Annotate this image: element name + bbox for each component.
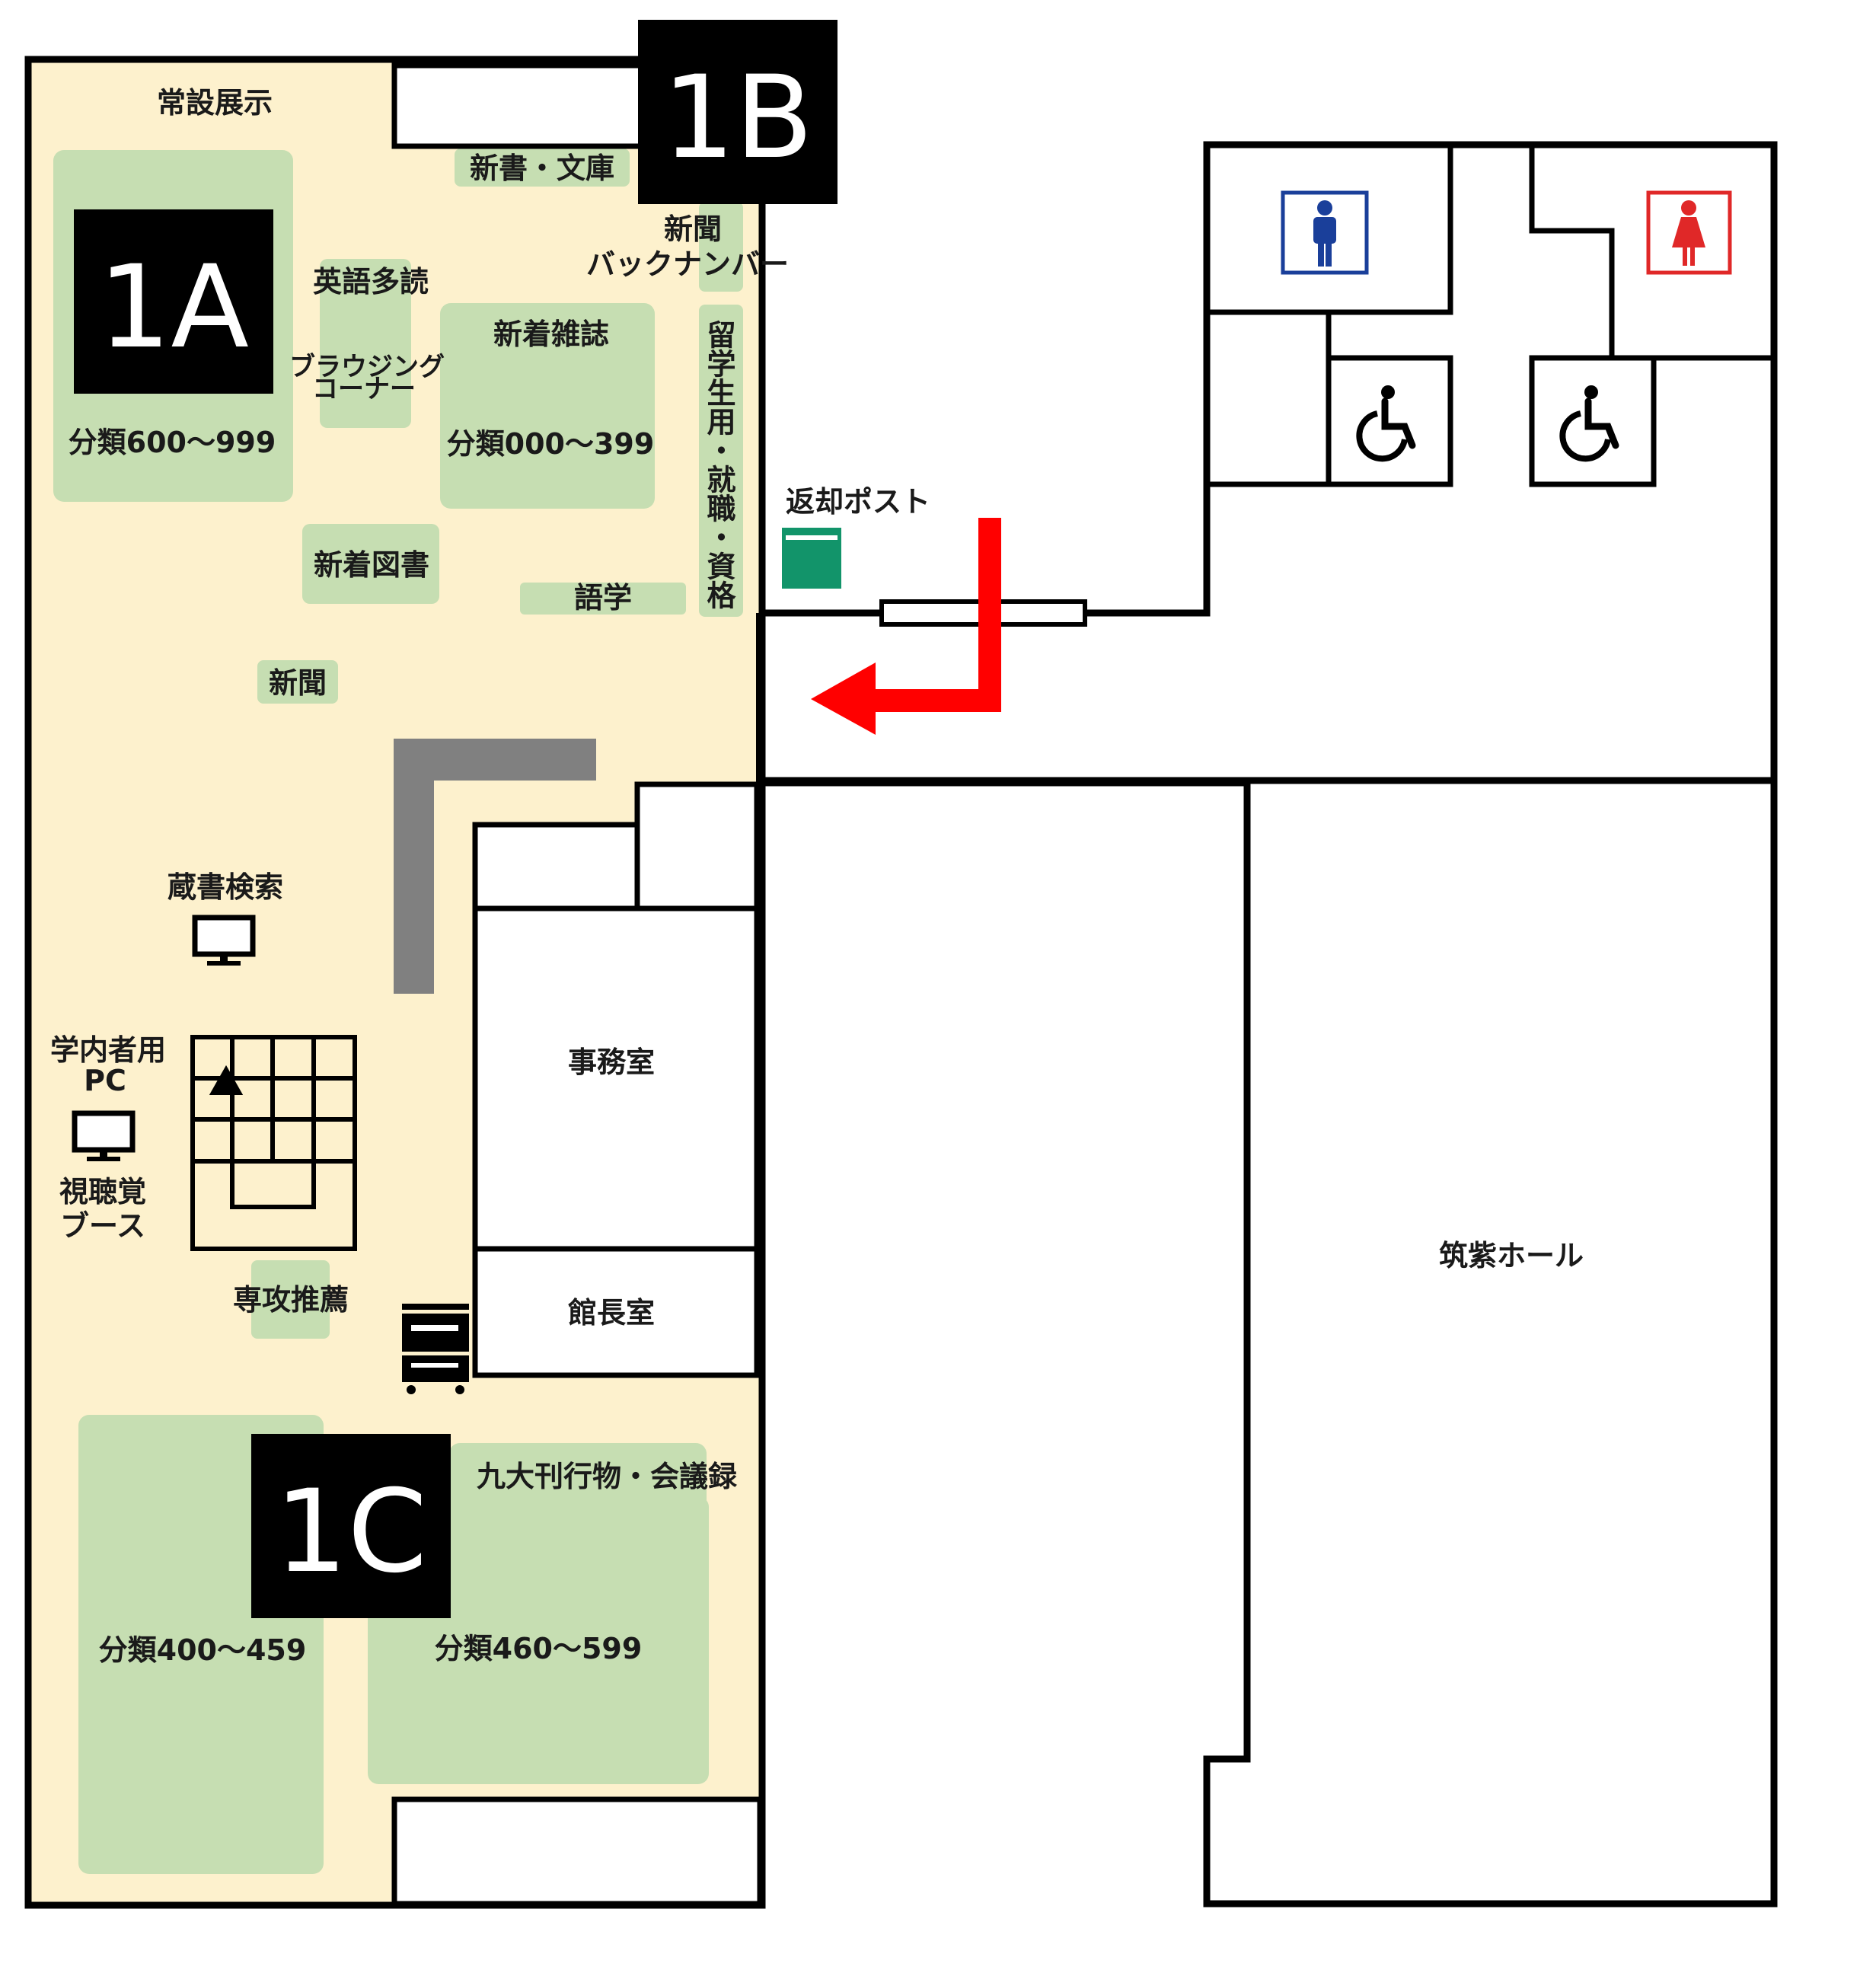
zone-1c-badge: 1C bbox=[251, 1434, 451, 1618]
restroom-block bbox=[1207, 145, 1774, 487]
label-class-400-459: 分類400～459 bbox=[99, 1633, 307, 1667]
monitor-icon bbox=[72, 1110, 136, 1161]
shelf-newspaper bbox=[257, 660, 338, 704]
label-permanent-exhibit: 常設展示 bbox=[157, 86, 273, 120]
zone-1a-label: 1A bbox=[98, 241, 249, 374]
shelf-language bbox=[520, 583, 686, 615]
zone-1c-label: 1C bbox=[275, 1466, 427, 1598]
shelf-1c-right bbox=[368, 1496, 709, 1784]
wheelchair-icon bbox=[1356, 385, 1416, 462]
womens-restroom-icon bbox=[1646, 190, 1732, 275]
shelf-newspaper-backnumber bbox=[699, 202, 743, 292]
office-room bbox=[472, 905, 760, 1252]
label-class-000-399: 分類000～399 bbox=[447, 427, 655, 461]
label-newspaper-backnumber-1: 新聞 bbox=[664, 212, 722, 246]
label-class-600-999: 分類600～999 bbox=[69, 426, 276, 459]
label-shinsho-bunko: 新書・文庫 bbox=[470, 152, 614, 185]
copier-icon bbox=[402, 1304, 469, 1394]
white-rooms bbox=[391, 62, 763, 1907]
label-director-room: 館長室 bbox=[568, 1296, 655, 1330]
label-campus-pc-2: PC bbox=[84, 1064, 126, 1097]
label-av-booth-1: 視聴覚 bbox=[59, 1175, 146, 1208]
label-language: 語学 bbox=[574, 581, 632, 615]
director-room bbox=[472, 1246, 760, 1378]
label-new-books: 新着図書 bbox=[314, 548, 429, 582]
top-box bbox=[391, 62, 672, 149]
label-office: 事務室 bbox=[568, 1046, 655, 1079]
label-newspaper: 新聞 bbox=[269, 666, 327, 700]
mens-restroom-icon bbox=[1281, 190, 1369, 275]
shelf-areas bbox=[53, 148, 743, 1874]
label-class-460-599: 分類460～599 bbox=[435, 1632, 643, 1665]
label-new-magazines: 新着雑誌 bbox=[493, 318, 609, 351]
return-box-icon bbox=[782, 528, 841, 589]
label-english-reading: 英語多読 bbox=[313, 265, 429, 299]
zone-1b-badge: 1B bbox=[638, 20, 838, 204]
shelf-english bbox=[320, 259, 411, 428]
label-av-booth-2: ブース bbox=[60, 1209, 145, 1243]
zone-1a-badge: 1A bbox=[74, 209, 273, 394]
walls bbox=[24, 56, 1778, 1909]
label-study-abroad: 留学生用・就職・資格 bbox=[702, 320, 735, 609]
shelf-study-abroad bbox=[699, 305, 743, 617]
small-room-1 bbox=[472, 822, 640, 911]
zone-1b-label: 1B bbox=[662, 52, 813, 184]
monitor-icon bbox=[192, 915, 256, 966]
shelf-major bbox=[251, 1260, 330, 1339]
label-kyushu-pub: 九大刊行物・会議録 bbox=[477, 1460, 738, 1493]
label-return-post: 返却ポスト bbox=[786, 485, 930, 519]
small-room-2 bbox=[634, 781, 760, 911]
shelf-new-books bbox=[302, 524, 439, 604]
label-newspaper-backnumber-2: バックナンバー bbox=[586, 247, 789, 281]
label-browsing-2: コーナー bbox=[312, 374, 416, 404]
grey-l-wall bbox=[394, 739, 596, 994]
label-campus-pc-1: 学内者用 bbox=[50, 1033, 166, 1067]
shelf-shinsho bbox=[455, 148, 630, 187]
direction-arrow bbox=[811, 518, 1001, 735]
shelf-kyushu bbox=[449, 1443, 707, 1534]
label-catalog-search: 蔵書検索 bbox=[168, 870, 283, 904]
wheelchair-icon bbox=[1559, 385, 1619, 462]
label-chikushi-hall: 筑紫ホール bbox=[1439, 1239, 1584, 1272]
staircase bbox=[190, 1035, 357, 1251]
label-browsing-1: ブラウジング bbox=[289, 352, 445, 382]
shelf-new-magazines bbox=[440, 303, 655, 509]
label-major-recommend: 専攻推薦 bbox=[233, 1283, 349, 1317]
bottom-box bbox=[391, 1796, 763, 1907]
